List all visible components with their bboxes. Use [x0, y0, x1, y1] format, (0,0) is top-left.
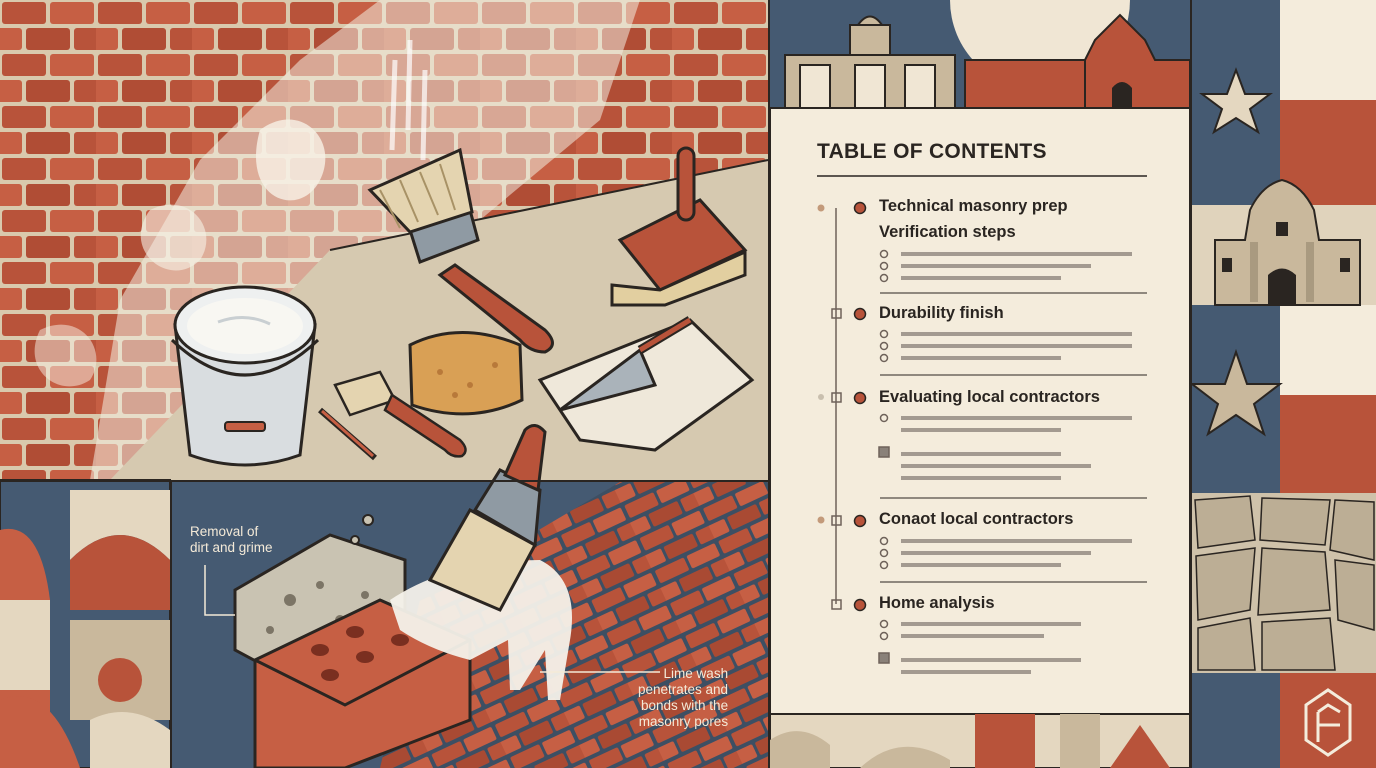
- toc-item-home-analysis[interactable]: Home analysis: [879, 594, 995, 612]
- toc-title: TABLE OF CONTENTS: [817, 140, 1047, 163]
- toc-item-conaot-local-contractors[interactable]: Conaot local contractors: [879, 510, 1074, 528]
- callout-limewash-line: masonry pores: [638, 714, 729, 729]
- toc-item-durability-finish[interactable]: Durability finish: [879, 304, 1004, 322]
- geometric-panel: [0, 479, 171, 768]
- scrub-brush-icon: [610, 146, 748, 307]
- trowel-icon: [537, 316, 755, 452]
- star-icon: [1199, 67, 1273, 135]
- callout-limewash-line: bonds with the: [641, 698, 729, 713]
- callout-limewash: Lime wash penetrates and bonds with the …: [638, 666, 728, 730]
- small-brush-icon: [318, 370, 467, 461]
- logo-icon: [1304, 688, 1352, 757]
- panel-dividers: [0, 0, 1192, 768]
- paint-brush-icon: [367, 147, 554, 354]
- sponge-icon: [408, 331, 524, 416]
- callout-limewash-line: Lime wash: [663, 666, 729, 681]
- callout-removal-line: dirt and grime: [190, 540, 273, 555]
- callout-limewash-line: penetrates and: [638, 682, 729, 697]
- paint-bucket-icon: [170, 285, 320, 467]
- toc-item-verification-steps[interactable]: Verification steps: [879, 223, 1016, 241]
- callout-removal: Removal of dirt and grime: [190, 524, 273, 556]
- buildings-strip: [770, 0, 1191, 109]
- callout-removal-line: Removal of: [190, 524, 259, 539]
- toc-item-technical-masonry-prep[interactable]: Technical masonry prep: [879, 197, 1068, 215]
- toc-item-evaluating-local-contractors[interactable]: Evaluating local contractors: [879, 388, 1100, 406]
- bottom-strip: [769, 713, 1191, 768]
- star-icon-lower: [1189, 348, 1283, 437]
- close-up-scene: [172, 424, 768, 768]
- toc-card: [769, 107, 1191, 715]
